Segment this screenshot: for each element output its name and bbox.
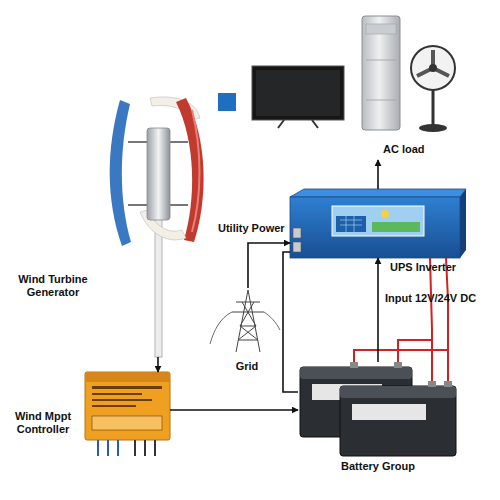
connector-arrow	[157, 357, 159, 372]
fan-symbol	[411, 46, 455, 132]
mppt-controller-illustration	[85, 372, 170, 456]
dc-wires	[354, 258, 448, 381]
connector-arrow	[377, 258, 379, 362]
node-label: AC load	[383, 143, 453, 156]
edge-label: Utility Power	[218, 222, 308, 235]
wind-turbine-illustration	[110, 97, 204, 357]
inverter-node: UPS Inverter	[290, 189, 466, 258]
air-conditioner-symbol	[362, 16, 400, 130]
edge-label: Input 12V/24V DC	[385, 292, 497, 305]
tv-symbol	[252, 66, 344, 128]
controller-node: Wind Mppt Controller	[85, 372, 170, 440]
blue-square	[218, 93, 236, 111]
inverter-illustration	[290, 189, 466, 258]
node-label: Battery Group	[328, 460, 428, 473]
ac-load-group: AC load	[245, 10, 465, 160]
node-label: Wind Turbine Generator	[4, 273, 102, 299]
wind-turbine-node: Wind Turbine Generator	[108, 95, 210, 357]
connector-arrow	[283, 252, 298, 392]
node-label: UPS Inverter	[390, 261, 470, 274]
battery-node: Battery Group	[298, 362, 458, 456]
grid-node: Grid	[212, 288, 282, 374]
connector-arrow	[170, 409, 298, 411]
node-label: Wind Mppt Controller	[3, 410, 83, 436]
connector-arrow	[377, 160, 379, 189]
node-label: Grid	[212, 360, 282, 373]
pylon-symbol	[210, 290, 280, 352]
connector-arrow	[248, 243, 290, 288]
